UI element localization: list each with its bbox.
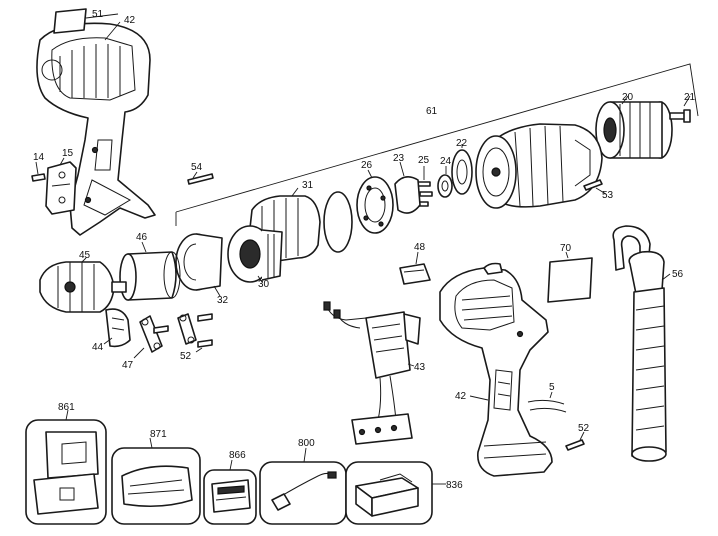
housing-cap (483, 262, 503, 275)
carrying-case (25, 419, 107, 525)
callout-23: 23 (393, 153, 405, 164)
callout-25: 25 (418, 155, 430, 166)
housing-half-left (36, 22, 156, 236)
callout-42-bottom: 42 (455, 391, 467, 402)
linkage-plates (139, 313, 197, 353)
callout-30: 30 (258, 279, 270, 290)
keyless-chuck (595, 101, 673, 159)
callout-54: 54 (191, 162, 203, 173)
callout-70: 70 (560, 243, 572, 254)
housing-screw (565, 439, 585, 451)
callout-42-top: 42 (124, 15, 136, 26)
gear-case-screw (583, 179, 607, 195)
spring-pin (187, 171, 214, 185)
callout-14: 14 (33, 152, 45, 163)
callout-51: 51 (92, 9, 104, 20)
switch-wiring (323, 301, 421, 445)
brush-holder (105, 308, 131, 348)
motor-end-bell (175, 233, 223, 291)
callout-44: 44 (92, 342, 104, 353)
callout-20: 20 (622, 92, 634, 103)
gear-case (475, 123, 603, 209)
callout-52-left: 52 (180, 351, 192, 362)
callout-26: 26 (361, 160, 373, 171)
label-plate (53, 8, 119, 34)
callout-21: 21 (684, 92, 696, 103)
callout-48: 48 (414, 242, 426, 253)
battery-pack (203, 469, 257, 525)
callout-871: 871 (150, 429, 167, 440)
callout-5: 5 (549, 382, 555, 393)
callout-861: 861 (58, 402, 75, 413)
kit-box (345, 461, 433, 525)
motor-stator (227, 225, 283, 283)
callout-56: 56 (672, 269, 684, 280)
thrust-washer (451, 149, 473, 195)
callout-32: 32 (217, 295, 229, 306)
callout-31: 31 (302, 180, 314, 191)
wrist-strap (527, 399, 567, 413)
callout-43: 43 (414, 362, 426, 373)
o-ring (323, 191, 353, 253)
mode-collar (356, 176, 394, 234)
callout-47: 47 (122, 360, 134, 371)
switch-link (399, 263, 431, 285)
callout-15: 15 (62, 148, 74, 159)
housing-half-right (439, 267, 553, 477)
callout-800: 800 (298, 438, 315, 449)
field-cylinder (119, 251, 181, 301)
belt-clip (45, 161, 77, 215)
side-handle (612, 225, 667, 462)
assembly-bracket-line (175, 63, 699, 226)
callout-24: 24 (440, 156, 452, 167)
accessory-tool (259, 461, 347, 525)
callout-61: 61 (426, 106, 438, 117)
warning-label (547, 257, 593, 303)
bushing (437, 174, 453, 198)
callout-836: 836 (446, 480, 463, 491)
armature (39, 261, 127, 313)
battery-charger (111, 447, 201, 525)
chuck-screw (669, 109, 691, 123)
callout-52-right: 52 (578, 423, 590, 434)
callout-22: 22 (456, 138, 468, 149)
callout-46: 46 (136, 232, 148, 243)
callout-866: 866 (229, 450, 246, 461)
callout-53: 53 (602, 190, 614, 201)
link-screws (153, 313, 213, 348)
clutch-ring (394, 176, 421, 214)
callout-45: 45 (79, 250, 91, 261)
clip-screw (31, 173, 46, 182)
